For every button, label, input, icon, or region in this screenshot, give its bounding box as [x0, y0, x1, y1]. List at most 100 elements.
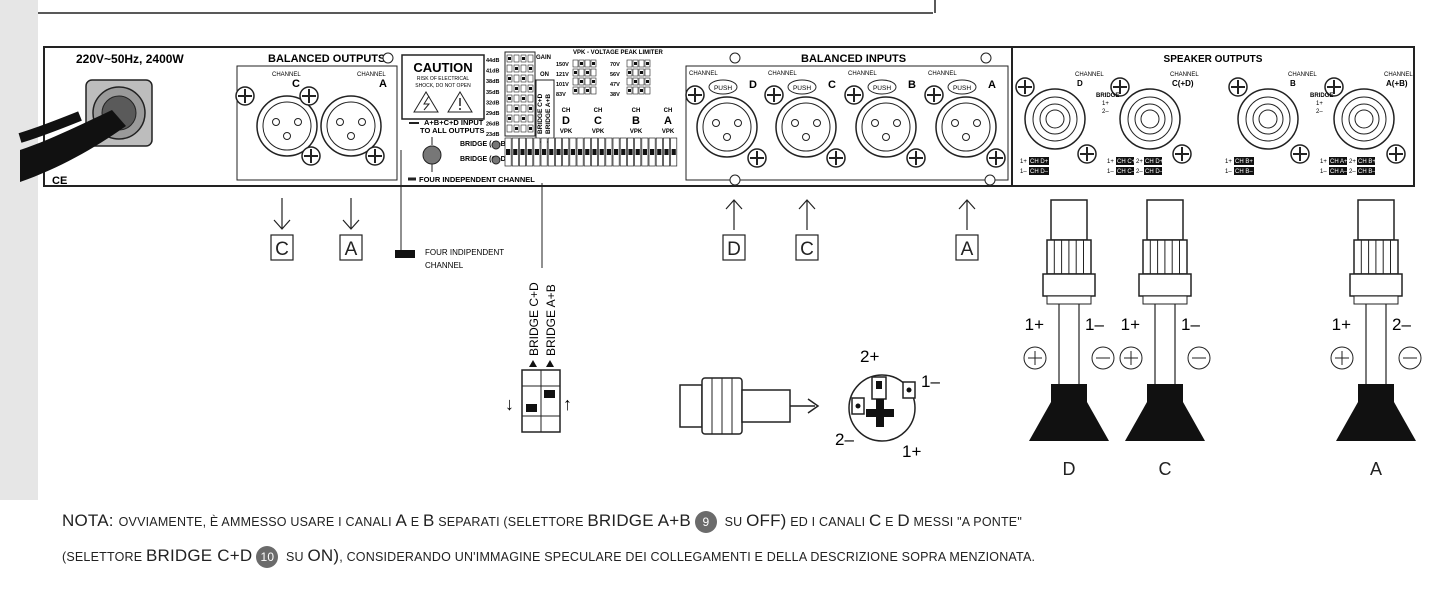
speaker-1: 1+1–C — [1119, 199, 1211, 479]
svg-text:CH B–: CH B– — [1358, 169, 1376, 175]
svg-text:1+: 1+ — [1316, 101, 1323, 107]
speaker-channel-label: A(+B) — [1386, 79, 1408, 88]
speaker-magnet — [1147, 384, 1183, 402]
speaker-minus-label: 1– — [1085, 315, 1104, 334]
svg-text:CH A+: CH A+ — [1330, 159, 1348, 165]
svg-text:VPK: VPK — [630, 129, 643, 135]
svg-text:1+: 1+ — [1107, 159, 1114, 165]
vpk-channel-label: A — [664, 115, 672, 127]
gain-value: 29dB — [486, 111, 499, 117]
svg-text:CH C–: CH C– — [1117, 169, 1136, 175]
note-line-2: (selettore BRIDGE C+D10 su ON), consider… — [62, 546, 1035, 568]
svg-text:CH A–: CH A– — [1330, 169, 1348, 175]
in-channel-label: D — [749, 79, 757, 91]
svg-text:CHANNEL: CHANNEL — [357, 72, 386, 78]
rear-panel: 220V~50Hz, 2400W CE BALANCED OUTPUTS CHA… — [18, 46, 1415, 187]
speaker-plus-label: 1+ — [1332, 315, 1351, 334]
gain-value: 23dB — [486, 132, 499, 138]
svg-text:A+B+C+D INPUT: A+B+C+D INPUT — [424, 118, 484, 127]
in-box-d: D — [722, 199, 746, 261]
svg-text:1–: 1– — [1020, 169, 1027, 175]
svg-text:CH D+: CH D+ — [1030, 159, 1049, 165]
svg-text:BRIDGE: BRIDGE — [1310, 93, 1333, 99]
svg-text:2–: 2– — [1102, 109, 1109, 115]
pin-2plus: 2+ — [860, 347, 879, 366]
svg-text:CHANNEL: CHANNEL — [848, 71, 877, 77]
svg-text:CHANNEL: CHANNEL — [1288, 72, 1317, 78]
svg-text:CH C+: CH C+ — [1117, 159, 1136, 165]
vpk-right-value: 38V — [610, 92, 620, 98]
speaker-cone-icon — [1029, 402, 1109, 441]
svg-text:D: D — [727, 239, 741, 260]
bridge-switch-detail: ↓ ↑ — [505, 369, 572, 433]
svg-text:2+: 2+ — [1136, 159, 1143, 165]
arrow-down-icon — [342, 219, 360, 230]
svg-text:CH: CH — [562, 108, 571, 114]
svg-text:CHANNEL: CHANNEL — [1170, 72, 1199, 78]
svg-text:BRIDGE (A+B): BRIDGE (A+B) — [460, 141, 508, 148]
callout-badge-9: 9 — [694, 511, 717, 533]
out-box-a: A — [339, 198, 363, 261]
vpk-limiter: VPK - VOLTAGE PEAK LIMITER 150V121V101V8… — [504, 50, 678, 167]
vpk-title: VPK - VOLTAGE PEAK LIMITER — [573, 50, 663, 56]
svg-text:CHANNEL: CHANNEL — [1384, 72, 1413, 78]
svg-text:CHANNEL: CHANNEL — [272, 72, 301, 78]
bridge-cd-label: BRIDGE C+D — [527, 282, 541, 356]
speaker-minus-label: 1– — [1181, 315, 1200, 334]
svg-text:PUSH: PUSH — [793, 85, 811, 92]
svg-text:2+: 2+ — [1349, 159, 1356, 165]
svg-text:CHANNEL: CHANNEL — [1075, 72, 1104, 78]
arrow-up-icon — [725, 199, 743, 210]
speaker-magnet — [1051, 384, 1087, 402]
speaker-2: 1+2–A — [1330, 199, 1422, 479]
callout-badge-10: 10 — [256, 546, 279, 568]
gain-value: 38dB — [486, 79, 499, 85]
push-latch: PUSH — [947, 79, 977, 95]
svg-text:A: A — [961, 239, 974, 260]
out-box-c: C — [270, 198, 294, 261]
in-box-a: A — [955, 199, 979, 261]
balanced-inputs: BALANCED INPUTS CHANNELDPUSHCHANNELCPUSH… — [685, 52, 1009, 186]
power-cable — [18, 79, 153, 182]
exclamation-warning-icon — [447, 91, 473, 113]
vpk-left-value: 150V — [556, 62, 569, 68]
speaker-outputs: SPEAKER OUTPUTS CHANNELDCHANNELC(+D)CHAN… — [1015, 54, 1413, 175]
speaker-cone-icon — [1336, 402, 1416, 441]
gain-value: 35dB — [486, 90, 499, 96]
svg-text:CHANNEL: CHANNEL — [928, 71, 957, 77]
svg-text:VPK: VPK — [662, 129, 675, 135]
svg-text:BRIDGE A+B: BRIDGE A+B — [545, 94, 552, 134]
bridge-ab-label: BRIDGE A+B — [544, 284, 558, 356]
svg-text:PUSH: PUSH — [953, 85, 971, 92]
in-channel-label: B — [908, 79, 916, 91]
arrow-up-icon — [958, 199, 976, 210]
speaker-channel-label: B — [1290, 79, 1296, 88]
wiring-diagram: 220V~50Hz, 2400W CE BALANCED OUTPUTS CHA… — [0, 0, 1422, 500]
vpk-right-value: 47V — [610, 82, 620, 88]
gain-dip-switches: GAIN ON 44dB41dB38dB35dB32dB29dB26dB23dB… — [460, 51, 555, 165]
speaker-magnet — [1358, 384, 1394, 402]
switch-label-1: FOUR INDIPENDENT — [425, 248, 504, 257]
speaker-plus-label: 1+ — [1025, 315, 1044, 334]
svg-text:2–: 2– — [1136, 169, 1143, 175]
speaker-channel-label: C(+D) — [1172, 79, 1194, 88]
svg-text:VPK: VPK — [592, 129, 605, 135]
in-box-c: C — [795, 199, 819, 261]
push-latch: PUSH — [787, 79, 817, 95]
note-line-1: NOTA: ovviamente, è ammesso usare i cana… — [62, 511, 1022, 533]
out-channel-c: C — [292, 78, 300, 90]
pin-1minus: 1– — [921, 372, 940, 391]
svg-text:1+: 1+ — [1102, 101, 1109, 107]
speaker-outputs-title: SPEAKER OUTPUTS — [1164, 54, 1263, 65]
svg-text:2–: 2– — [1316, 109, 1323, 115]
svg-text:1–: 1– — [1107, 169, 1114, 175]
vpk-channel-label: B — [632, 115, 640, 127]
vpk-left-value: 83V — [556, 92, 566, 98]
svg-text:CH: CH — [594, 108, 603, 114]
in-channel-label: A — [988, 79, 996, 91]
in-channel-label: C — [828, 79, 836, 91]
speaker-name: A — [1370, 459, 1382, 479]
caution-block: CAUTION RISK OF ELECTRICAL SHOCK, DO NOT… — [401, 54, 535, 184]
svg-text:CHANNEL: CHANNEL — [689, 71, 718, 77]
